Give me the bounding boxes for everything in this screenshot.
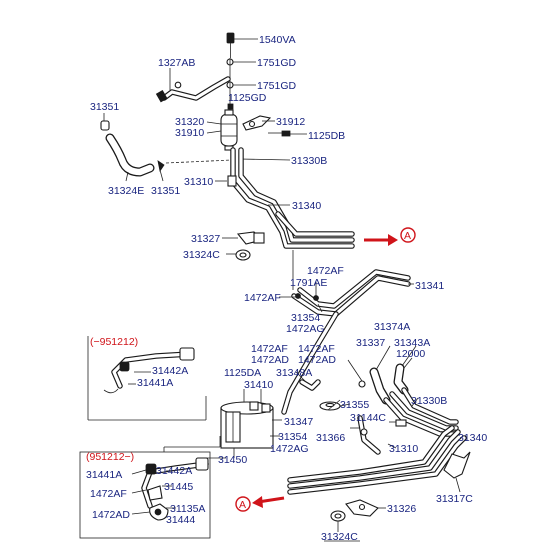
fuel-filter-31910 — [220, 109, 238, 151]
canister-31410 — [205, 389, 282, 459]
label-before-951212: (−951212) — [90, 336, 138, 348]
label-after-951212: (951212−) — [86, 451, 134, 463]
reference-label-a-top: A — [404, 230, 411, 242]
inset-after-951212 — [79, 436, 221, 539]
label-31366: 31366 — [316, 432, 345, 444]
label-1327ab: 1327AB — [158, 57, 195, 69]
label-1125gd: 1125GD — [228, 92, 267, 104]
clip-31327 — [236, 231, 265, 245]
label-31330b-bot: 31330B — [411, 395, 447, 407]
label-31327: 31327 — [191, 233, 220, 245]
label-31326: 31326 — [387, 503, 416, 515]
label-31343a: 31343A — [394, 337, 430, 349]
label-31355: 31355 — [340, 399, 369, 411]
label-31341: 31341 — [415, 280, 444, 292]
label-31340-top: 31340 — [292, 200, 321, 212]
label-31324e: 31324E — [108, 185, 144, 197]
label-1791ae: 1791AE — [290, 277, 327, 289]
label-1751gd-b: 1751GD — [257, 80, 297, 92]
label-1472ad-c: 1472AD — [92, 509, 130, 521]
pipe-assembly-31341 — [279, 250, 414, 415]
label-31444: 31444 — [166, 514, 195, 526]
label-1472ad-b: 1472AD — [298, 354, 336, 366]
bracket-31912 — [242, 115, 272, 131]
label-31410: 31410 — [244, 379, 273, 391]
grommet-31324c-top — [235, 249, 251, 261]
label-1472af-b: 1472AF — [244, 292, 281, 304]
hose-31324e — [105, 133, 155, 177]
part-labels: 1540VA 1751GD 1327AB 1751GD 1125GD 31351… — [86, 34, 487, 543]
label-31348a: 31348A — [276, 367, 312, 379]
label-12000: 12000 — [396, 348, 425, 360]
label-31324c-bot: 31324C — [321, 531, 358, 543]
label-31337: 31337 — [356, 337, 385, 349]
label-31351-b: 31351 — [151, 185, 180, 197]
label-31374a: 31374A — [374, 321, 410, 333]
label-31912: 31912 — [276, 116, 305, 128]
label-31340-bot: 31340 — [458, 432, 487, 444]
label-31324c-top: 31324C — [183, 249, 220, 261]
label-1472ag-a: 1472AG — [286, 323, 325, 335]
pipe-bundle-bottom — [287, 425, 471, 542]
label-31135a: 31135A — [170, 503, 205, 515]
label-1751gd-a: 1751GD — [257, 57, 297, 69]
label-31441a-a: 31441A — [137, 377, 173, 389]
label-1472ad-a: 1472AD — [251, 354, 289, 366]
bolt-1125db — [268, 130, 291, 137]
label-31354-a: 31354 — [291, 312, 320, 324]
inset-before-951212 — [87, 336, 207, 421]
label-31450: 31450 — [218, 454, 247, 466]
label-1540va: 1540VA — [259, 34, 296, 46]
vapor-lines-right — [295, 345, 459, 455]
label-31317c: 31317C — [436, 493, 473, 505]
label-31320: 31320 — [175, 116, 204, 128]
top-assembly — [100, 32, 416, 261]
bolt-1540va — [226, 32, 235, 58]
label-1472ag-b: 1472AG — [270, 443, 309, 455]
label-1472af-c: 1472AF — [251, 343, 288, 355]
label-31442a-a: 31442A — [152, 365, 188, 377]
label-1125da: 1125DA — [224, 367, 261, 379]
label-1472af-e: 1472AF — [90, 488, 127, 500]
label-31347: 31347 — [284, 416, 313, 428]
label-31442a-b: 31442A — [156, 465, 192, 477]
reference-arrow-a-top — [364, 227, 416, 246]
label-31144c: 31144C — [350, 412, 386, 424]
label-31445: 31445 — [164, 481, 193, 493]
label-1472af-d: 1472AF — [298, 343, 335, 355]
clamp-31351-lower — [157, 160, 165, 173]
label-31910: 31910 — [175, 127, 204, 139]
label-31330b-top: 31330B — [291, 155, 327, 167]
label-31441a-b: 31441A — [86, 469, 122, 481]
label-31351-a: 31351 — [90, 101, 119, 113]
label-31354-b: 31354 — [278, 431, 307, 443]
reference-arrow-a-bottom — [235, 496, 285, 512]
label-1472af-a: 1472AF — [307, 265, 344, 277]
clamp-31351-upper — [100, 120, 110, 131]
reference-label-a-bottom: A — [239, 499, 246, 511]
hose-1327ab — [155, 76, 231, 103]
label-31310-top: 31310 — [184, 176, 213, 188]
label-1125db: 1125DB — [308, 130, 345, 142]
label-31310-bot: 31310 — [389, 443, 418, 455]
